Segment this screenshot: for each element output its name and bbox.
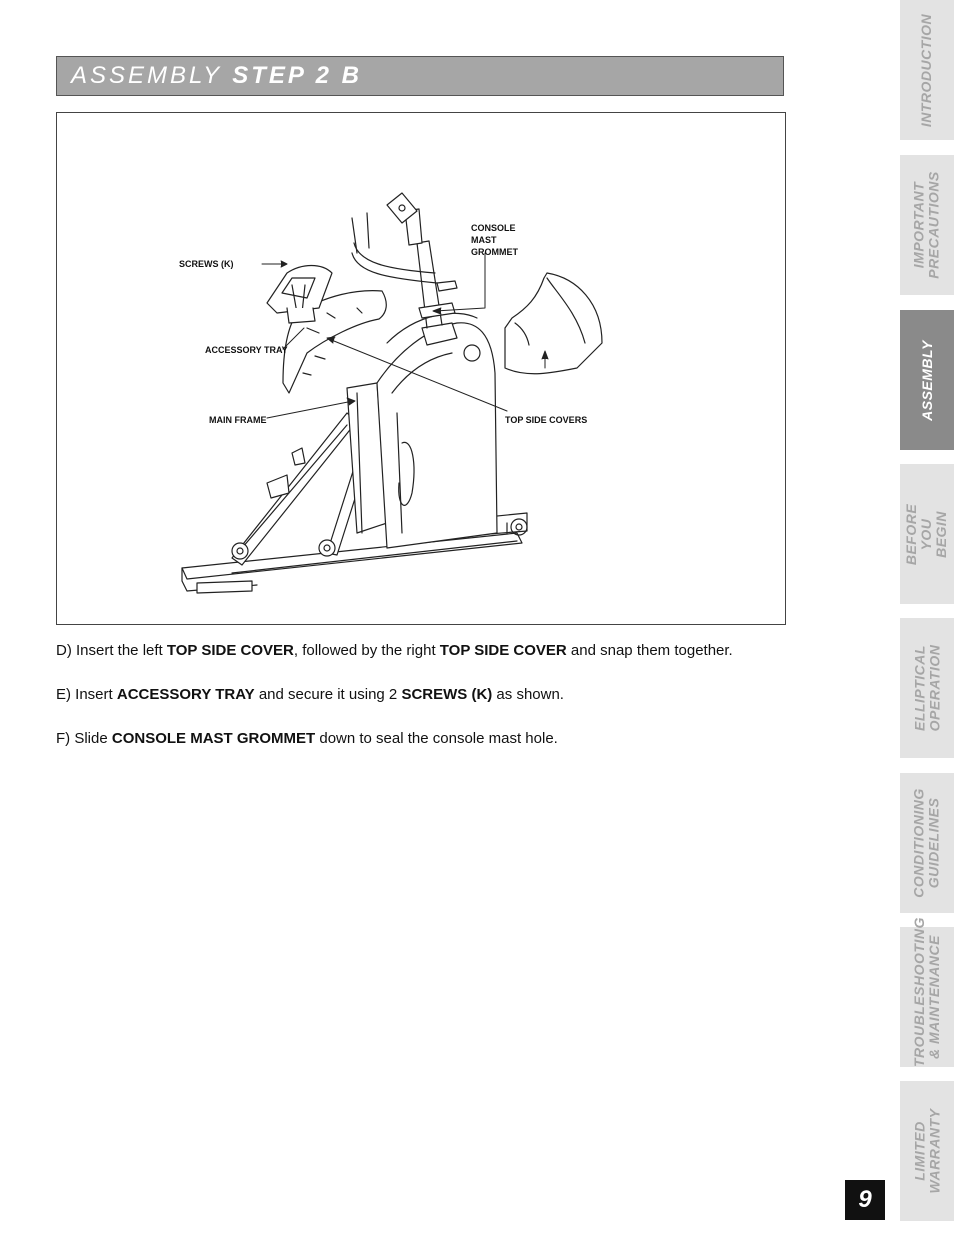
main-frame-body <box>346 312 498 549</box>
elliptical-illustration <box>181 192 603 594</box>
instruction-d-part2: TOP SIDE COVER <box>439 642 567 659</box>
tab-limited-warranty[interactable]: LIMITED WARRANTY <box>900 1081 954 1221</box>
callout-console-mast-grommet: CONSOLE MAST GROMMET <box>471 223 518 257</box>
instruction-e-part2: SCREWS (K) <box>401 686 493 703</box>
page-number: 9 <box>845 1180 885 1220</box>
tab-conditioning-guidelines-label: CONDITIONING GUIDELINES <box>911 788 943 898</box>
tab-elliptical-operation[interactable]: ELLIPTICAL OPERATION <box>900 618 954 758</box>
callout-top-side-covers: TOP SIDE COVERS <box>505 415 588 425</box>
tab-before-you-begin-label: BEFORE YOU BEGIN <box>903 503 950 565</box>
section-tabs: INTRODUCTION IMPORTANT PRECAUTIONS ASSEM… <box>900 0 954 1235</box>
tab-introduction[interactable]: INTRODUCTION <box>900 0 954 140</box>
instruction-e: E) Insert ACCESSORY TRAY and secure it u… <box>56 684 786 706</box>
accessory-tray <box>266 264 333 324</box>
instruction-e-prefix: E) Insert <box>56 686 117 703</box>
instruction-e-part1: ACCESSORY TRAY <box>116 686 255 703</box>
instruction-d-prefix: D) Insert the left <box>56 642 167 659</box>
tab-troubleshooting-maintenance-label: TROUBLESHOOTING & MAINTENANCE <box>911 917 942 1067</box>
right-top-side-cover <box>504 272 603 375</box>
instruction-f-part1: CONSOLE MAST GROMMET <box>111 730 316 747</box>
tab-elliptical-operation-label: ELLIPTICAL OPERATION <box>911 644 943 732</box>
tab-important-precautions-label: IMPORTANT PRECAUTIONS <box>911 171 942 279</box>
instruction-e-suffix: as shown. <box>492 686 564 703</box>
tab-before-you-begin[interactable]: BEFORE YOU BEGIN <box>900 464 954 604</box>
instruction-f-suffix: down to seal the console mast hole. <box>315 730 558 747</box>
console-mast <box>351 192 458 329</box>
section-title-step: STEP 2 B <box>232 62 362 89</box>
tab-assembly[interactable]: ASSEMBLY <box>900 310 954 450</box>
instruction-d-mid: , followed by the right <box>293 642 440 659</box>
tab-assembly-label: ASSEMBLY <box>918 339 935 421</box>
tab-introduction-label: INTRODUCTION <box>918 13 935 127</box>
section-title: ASSEMBLY STEP 2 B <box>56 56 784 96</box>
instruction-d: D) Insert the left TOP SIDE COVER, follo… <box>56 640 786 662</box>
instructions: D) Insert the left TOP SIDE COVER, follo… <box>56 640 786 772</box>
callout-accessory-tray: ACCESSORY TRAY <box>205 345 288 355</box>
tab-important-precautions[interactable]: IMPORTANT PRECAUTIONS <box>900 155 954 295</box>
instruction-e-mid: and secure it using 2 <box>254 686 402 703</box>
section-title-light: ASSEMBLY <box>71 62 223 89</box>
instruction-f: F) Slide CONSOLE MAST GROMMET down to se… <box>56 728 786 750</box>
tab-troubleshooting-maintenance[interactable]: TROUBLESHOOTING & MAINTENANCE <box>900 917 954 1067</box>
tab-conditioning-guidelines[interactable]: CONDITIONING GUIDELINES <box>900 773 954 913</box>
leader-lines <box>261 252 549 419</box>
instruction-d-part1: TOP SIDE COVER <box>166 642 294 659</box>
instruction-f-prefix: F) Slide <box>56 730 112 747</box>
tab-limited-warranty-label: LIMITED WARRANTY <box>911 1108 943 1194</box>
callout-screws-k: SCREWS (K) <box>179 259 234 269</box>
instruction-d-suffix: and snap them together. <box>566 642 733 659</box>
assembly-diagram: CONSOLE MAST GROMMET SCREWS (K) ACCESSOR… <box>56 112 786 625</box>
callout-main-frame: MAIN FRAME <box>209 415 267 425</box>
